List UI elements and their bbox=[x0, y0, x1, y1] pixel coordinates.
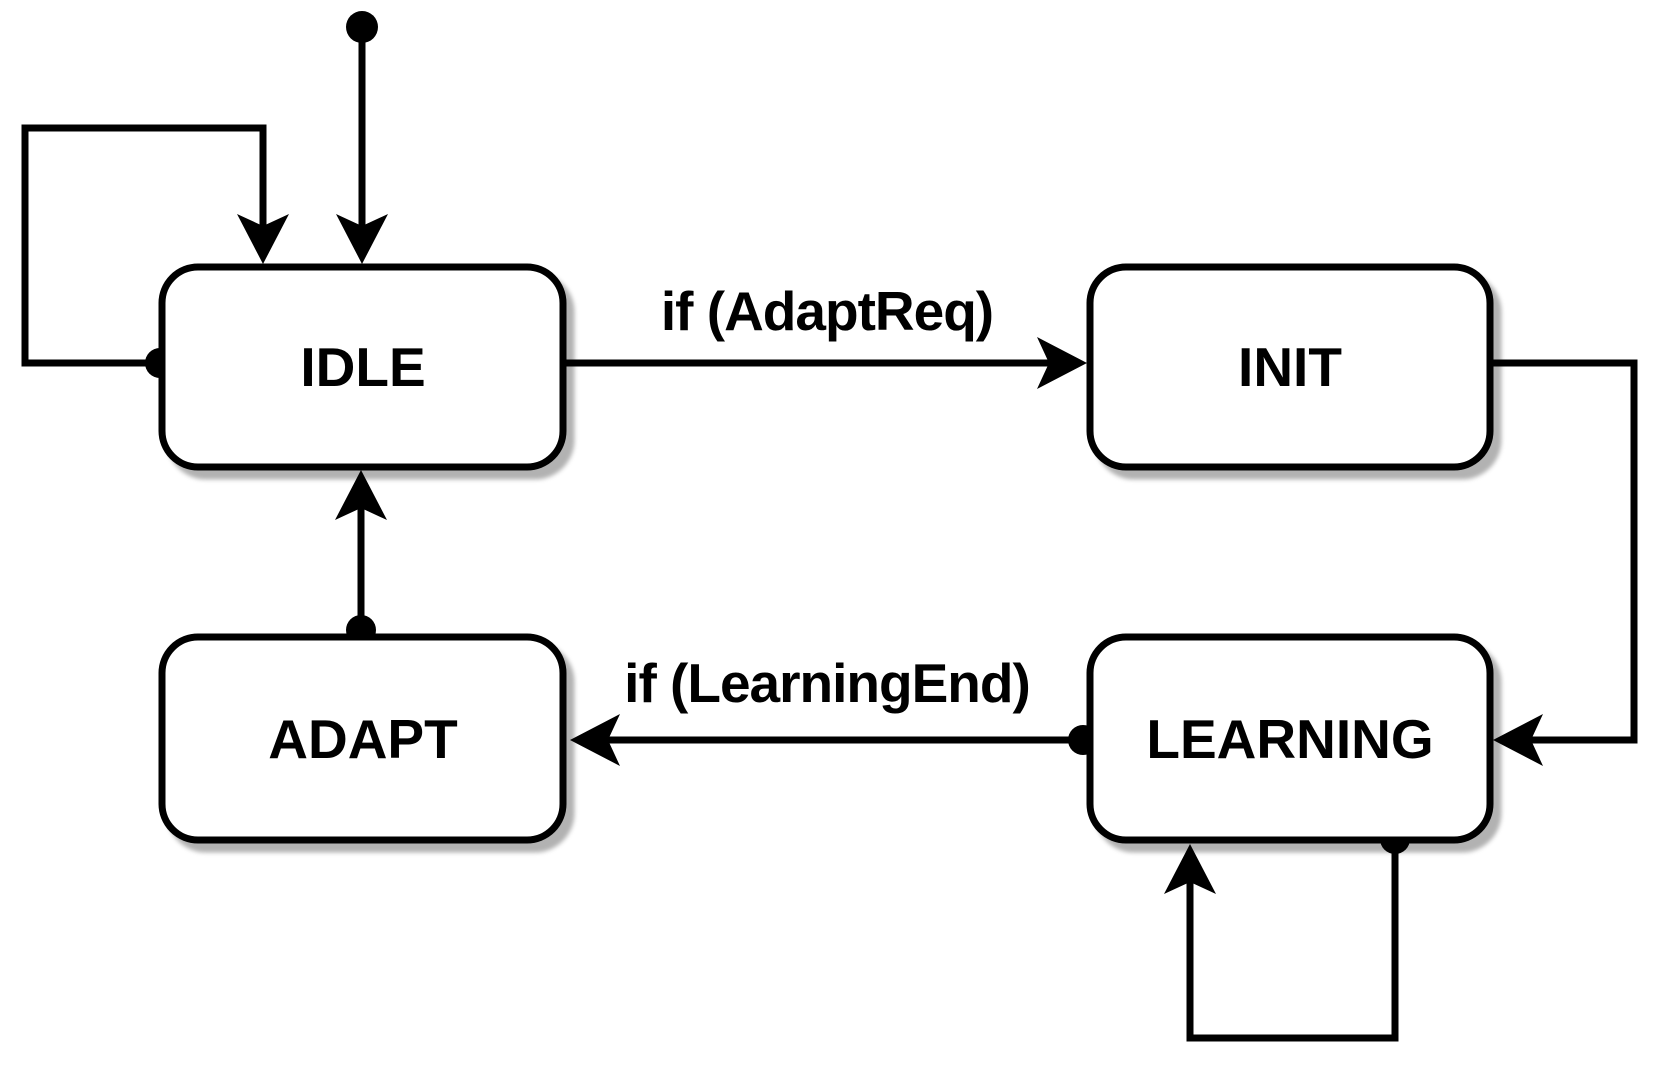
transition-init-to-learning-line bbox=[1490, 359, 1638, 744]
transition-learning-self-loop-line bbox=[1186, 839, 1399, 1042]
transition-adapt-to-idle bbox=[335, 470, 387, 645]
arrowhead-into-adapt-right bbox=[570, 714, 620, 766]
arrowhead-into-learning-right bbox=[1493, 714, 1543, 766]
state-learning: LEARNING bbox=[1086, 633, 1494, 844]
transition-label-adaptreq: if (AdaptReq) bbox=[661, 280, 993, 342]
state-init: INIT bbox=[1086, 263, 1494, 471]
state-idle: IDLE bbox=[158, 263, 567, 471]
state-idle-box bbox=[158, 263, 567, 471]
transition-init-to-learning bbox=[1490, 359, 1638, 766]
transition-learning-self-loop bbox=[1164, 824, 1410, 1042]
state-label-init: INIT bbox=[1238, 336, 1342, 398]
state-adapt: ADAPT bbox=[158, 633, 567, 844]
state-label-adapt: ADAPT bbox=[268, 708, 457, 770]
transition-label-learningend: if (LearningEnd) bbox=[624, 652, 1030, 714]
arrowhead-learning-self-loop bbox=[1164, 844, 1216, 894]
state-label-idle: IDLE bbox=[300, 336, 425, 398]
transition-initial-to-idle bbox=[336, 11, 388, 264]
state-init-box bbox=[1086, 263, 1494, 471]
transition-learning-to-adapt: if (LearningEnd) bbox=[570, 652, 1098, 766]
arrowhead-into-idle-top bbox=[336, 214, 388, 264]
state-adapt-box bbox=[158, 633, 567, 844]
arrowhead-into-idle-bottom bbox=[335, 470, 387, 520]
state-label-learning: LEARNING bbox=[1146, 708, 1433, 770]
arrowhead-idle-self-loop bbox=[237, 214, 289, 264]
state-learning-box bbox=[1086, 633, 1494, 844]
arrowhead-into-init-left bbox=[1037, 337, 1087, 389]
transition-idle-self-loop-line bbox=[21, 124, 267, 367]
transition-idle-to-init: if (AdaptReq) bbox=[563, 280, 1087, 389]
